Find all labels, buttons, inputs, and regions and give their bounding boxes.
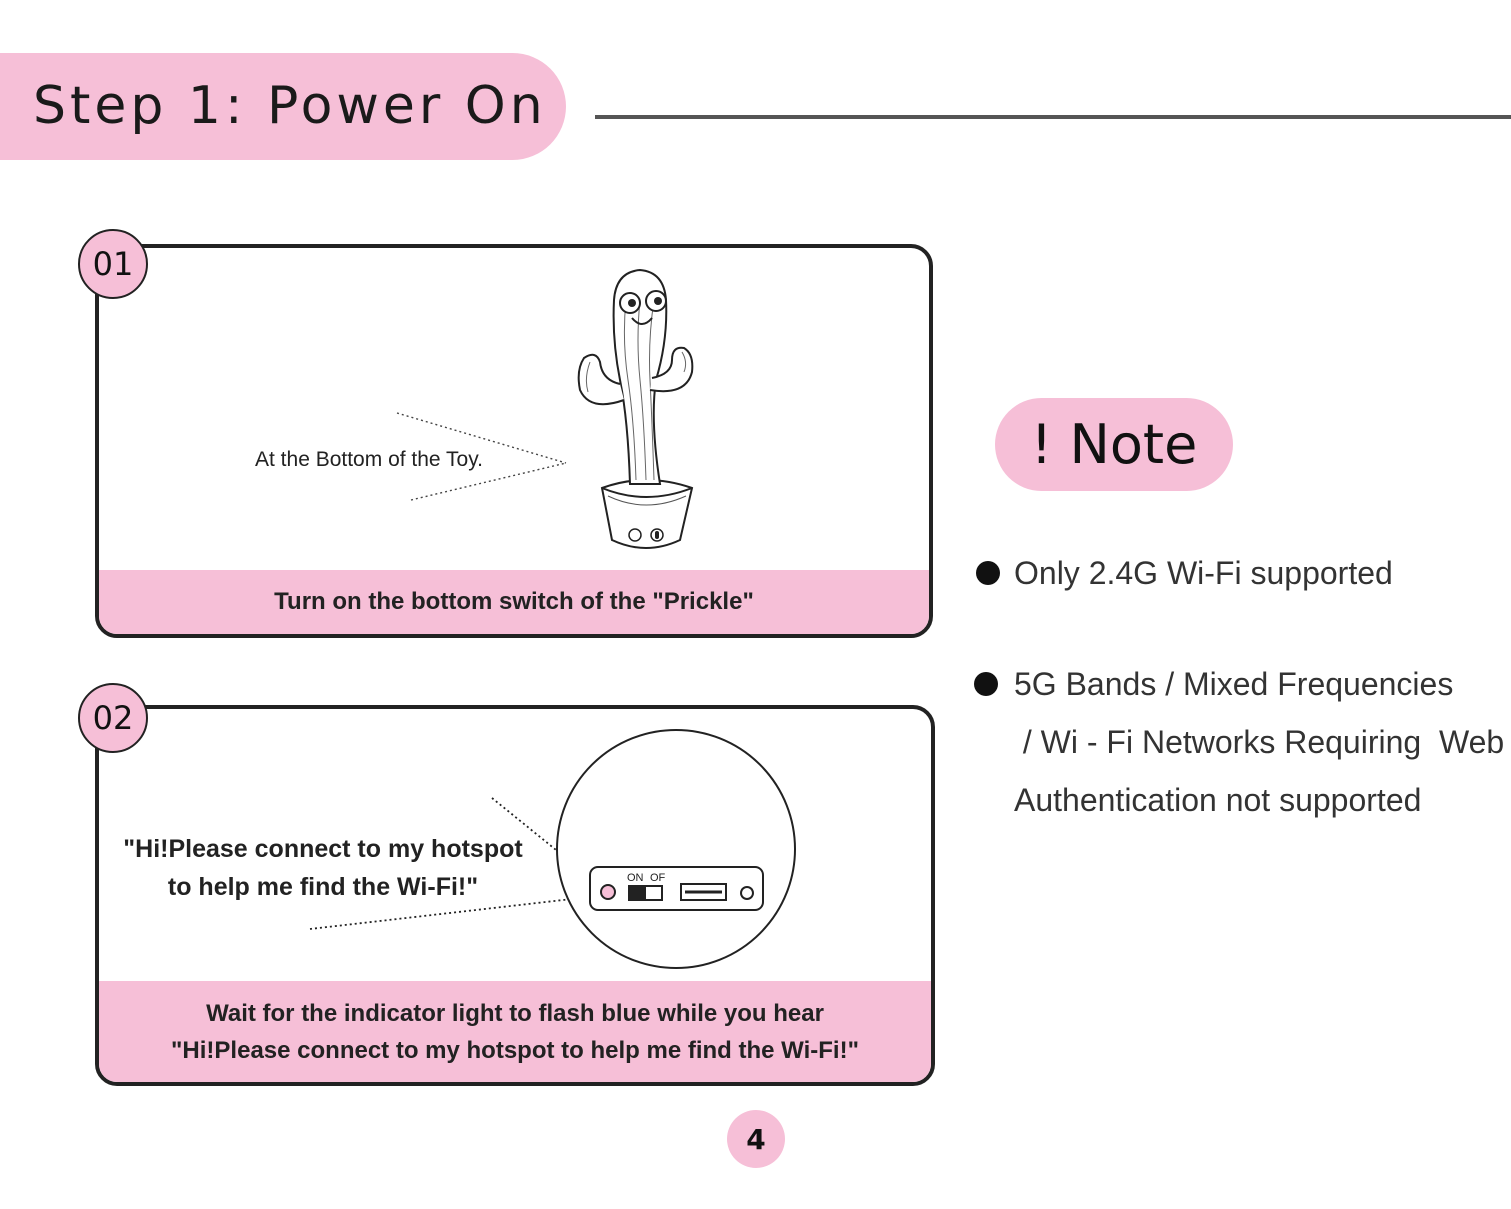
note-item-1: Only 2.4G Wi-Fi supported	[1014, 544, 1393, 602]
header-divider	[595, 115, 1511, 119]
page-number: 4	[727, 1110, 785, 1168]
step-title: Step 1: Power On	[33, 76, 547, 136]
note-item-2-line-3: Authentication not supported	[1014, 782, 1422, 818]
note-item-2-line-2: / Wi - Fi Networks Requiring Web	[1014, 724, 1505, 760]
step-01-callout: At the Bottom of the Toy.	[255, 448, 484, 471]
step-02-caption: Wait for the indicator light to flash bl…	[99, 981, 931, 1082]
step-02-caption-line-2: "Hi!Please connect to my hotspot to help…	[171, 1036, 859, 1064]
indicator-light-icon	[600, 884, 616, 900]
switch-closeup-illustration	[309, 729, 796, 969]
note-item-2: 5G Bands / Mixed Frequencies / Wi - Fi N…	[1014, 655, 1504, 829]
step-02-callout-line-2: to help me find the Wi-Fi!"	[167, 873, 479, 901]
step-02-caption-line-1: Wait for the indicator light to flash bl…	[206, 999, 824, 1027]
step-02-callout: "Hi!Please connect to my hotspot to help…	[118, 830, 528, 906]
note-item-1-line-1: Only 2.4G Wi-Fi supported	[1014, 555, 1393, 591]
step-card-01: Turn on the bottom switch of the "Prickl…	[95, 244, 933, 638]
switch-label-off: OF	[650, 872, 666, 884]
reset-hole-icon	[740, 886, 754, 900]
switch-label-on: ON	[627, 872, 644, 884]
note-badge: ! Note	[995, 398, 1233, 491]
cactus-toy-illustration	[396, 268, 694, 549]
step-02-callout-line-1: "Hi!Please connect to my hotspot	[123, 835, 523, 863]
step-title-banner: Step 1: Power On	[0, 53, 566, 160]
bullet-dot-2	[974, 672, 998, 696]
bullet-dot-1	[976, 561, 1000, 585]
step-01-caption: Turn on the bottom switch of the "Prickl…	[99, 570, 929, 634]
step-card-02: Wait for the indicator light to flash bl…	[95, 705, 935, 1086]
step-number-badge-01: 01	[78, 229, 148, 299]
step-number-badge-02: 02	[78, 683, 148, 753]
note-item-2-line-1: 5G Bands / Mixed Frequencies	[1014, 666, 1454, 702]
